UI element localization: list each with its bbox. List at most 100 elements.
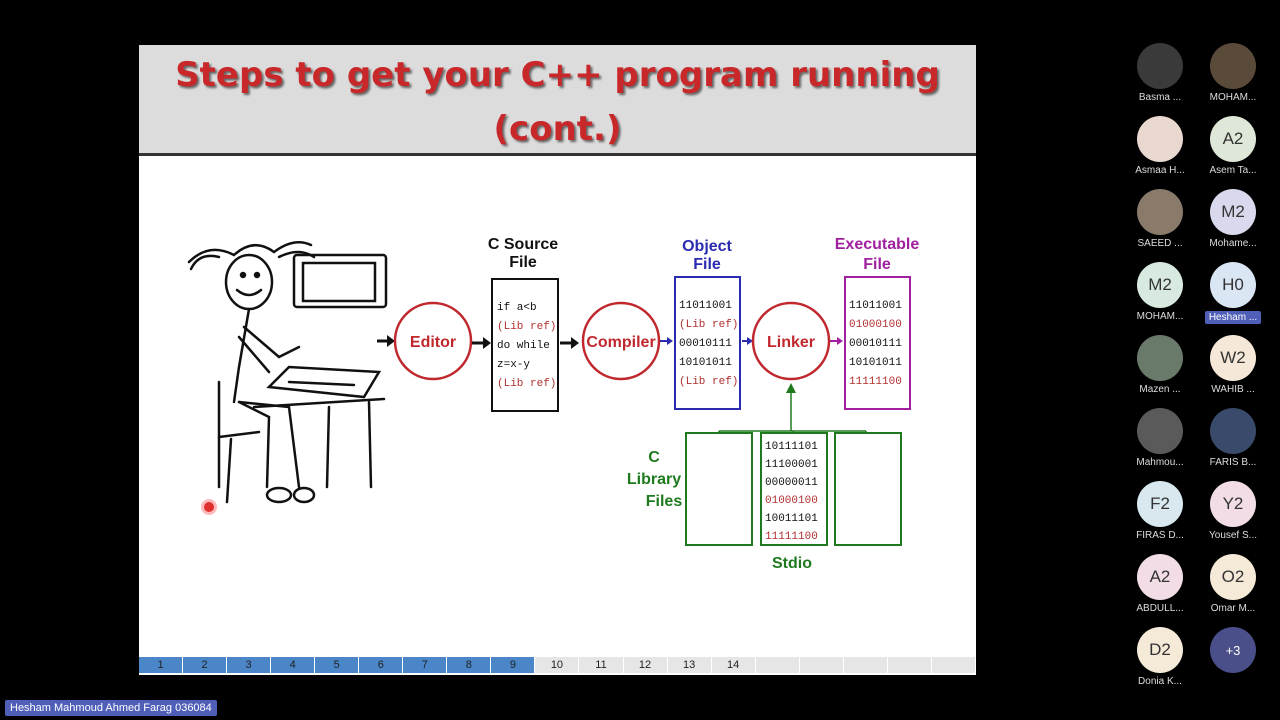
svg-text:00000011: 00000011 bbox=[765, 477, 818, 489]
svg-text:File: File bbox=[863, 256, 891, 273]
progress-segment: 7 bbox=[403, 657, 447, 673]
svg-text:Executable: Executable bbox=[835, 236, 920, 253]
participant-tile[interactable]: Mahmou... bbox=[1124, 405, 1196, 477]
svg-text:00010111: 00010111 bbox=[849, 338, 902, 350]
participant-name: Asmaa H... bbox=[1135, 165, 1185, 176]
slide-title-continued: (cont.) bbox=[493, 109, 622, 149]
svg-text:00010111: 00010111 bbox=[679, 338, 732, 350]
arrow-to-compiler-icon bbox=[560, 337, 579, 349]
svg-text:do while: do while bbox=[497, 340, 550, 352]
library-files-label: C Library Files bbox=[627, 449, 682, 510]
progress-segment: 12 bbox=[623, 657, 667, 673]
participant-tile[interactable]: SAEED ... bbox=[1124, 186, 1196, 258]
svg-text:Editor: Editor bbox=[410, 334, 456, 351]
linker-step: Linker bbox=[751, 301, 831, 381]
participant-name: MOHAM... bbox=[1136, 311, 1184, 322]
participant-tile[interactable]: Basma ... bbox=[1124, 40, 1196, 112]
svg-text:10111101: 10111101 bbox=[765, 441, 818, 453]
svg-text:File: File bbox=[693, 256, 721, 273]
avatar: D2 bbox=[1137, 627, 1183, 673]
svg-text:z=x-y: z=x-y bbox=[497, 359, 530, 371]
participant-tile[interactable]: FARIS B... bbox=[1197, 405, 1269, 477]
svg-text:11100001: 11100001 bbox=[765, 459, 818, 471]
participant-tile[interactable]: Asmaa H... bbox=[1124, 113, 1196, 185]
progress-segment: 8 bbox=[447, 657, 491, 673]
progress-segment: 6 bbox=[359, 657, 403, 673]
svg-text:Stdio: Stdio bbox=[772, 555, 812, 572]
compiler-step: Compiler bbox=[581, 301, 661, 381]
avatar: M2 bbox=[1210, 189, 1256, 235]
avatar: +3 bbox=[1210, 627, 1256, 673]
svg-text:11111100: 11111100 bbox=[849, 376, 902, 388]
avatar-photo bbox=[1137, 335, 1183, 381]
progress-segment: 14 bbox=[711, 657, 755, 673]
svg-text:Compiler: Compiler bbox=[586, 334, 655, 351]
progress-segment: 3 bbox=[227, 657, 271, 673]
more-participants-button[interactable]: +3 bbox=[1197, 624, 1269, 696]
object-file: Object File 11011001 (Lib ref) 00010111 … bbox=[674, 238, 741, 410]
avatar-photo bbox=[1137, 43, 1183, 89]
participant-tile[interactable]: Mazen ... bbox=[1124, 332, 1196, 404]
participant-name: Donia K... bbox=[1138, 676, 1182, 687]
progress-segment: 4 bbox=[271, 657, 315, 673]
library-file-box bbox=[834, 432, 902, 546]
progress-segment bbox=[843, 657, 887, 673]
svg-text:if a<b: if a<b bbox=[497, 302, 537, 314]
progress-segment: 13 bbox=[667, 657, 711, 673]
source-file: C Source File if a<b (Lib ref) do while … bbox=[488, 236, 559, 412]
progress-segment: 9 bbox=[491, 657, 535, 673]
progress-segment: 5 bbox=[315, 657, 359, 673]
svg-text:10011101: 10011101 bbox=[765, 513, 818, 525]
svg-text:01000100: 01000100 bbox=[849, 319, 902, 331]
svg-text:10101011: 10101011 bbox=[849, 357, 902, 369]
participant-name: FIRAS D... bbox=[1136, 530, 1184, 541]
participant-name: Mahmou... bbox=[1136, 457, 1184, 468]
svg-text:Library: Library bbox=[627, 471, 681, 488]
avatar: O2 bbox=[1210, 554, 1256, 600]
avatar: F2 bbox=[1137, 481, 1183, 527]
participant-name: Omar M... bbox=[1210, 603, 1256, 614]
svg-text:Object: Object bbox=[682, 238, 732, 255]
svg-text:01000100: 01000100 bbox=[765, 495, 818, 507]
slide-title: Steps to get your C++ program running bbox=[175, 55, 940, 95]
executable-file: Executable File 11011001 01000100 000101… bbox=[835, 236, 920, 410]
participant-name: Mohame... bbox=[1209, 238, 1257, 249]
svg-text:(Lib ref): (Lib ref) bbox=[679, 376, 738, 388]
progress-segment: 2 bbox=[183, 657, 227, 673]
participant-tile[interactable]: MOHAM... bbox=[1197, 40, 1269, 112]
svg-text:11011001: 11011001 bbox=[679, 300, 732, 312]
svg-text:11011001: 11011001 bbox=[849, 300, 902, 312]
presentation-slide: Steps to get your C++ program running (c… bbox=[139, 45, 976, 675]
avatar: H0 bbox=[1210, 262, 1256, 308]
avatar-photo bbox=[1137, 189, 1183, 235]
participant-name: Mazen ... bbox=[1139, 384, 1181, 395]
avatar-photo bbox=[1137, 116, 1183, 162]
progress-segment bbox=[931, 657, 975, 673]
progress-segment: 1 bbox=[139, 657, 183, 673]
svg-text:C: C bbox=[648, 449, 660, 466]
avatar-photo bbox=[1210, 408, 1256, 454]
arrow-to-executable-icon bbox=[830, 337, 843, 345]
avatar-photo bbox=[1137, 408, 1183, 454]
avatar: W2 bbox=[1210, 335, 1256, 381]
avatar-photo bbox=[1210, 43, 1256, 89]
progress-segment bbox=[887, 657, 931, 673]
svg-text:C Source: C Source bbox=[488, 236, 558, 253]
participant-name: SAEED ... bbox=[1137, 238, 1183, 249]
participant-name: ABDULL... bbox=[1136, 603, 1184, 614]
editor-step: Editor bbox=[393, 301, 473, 381]
participant-name: MOHAM... bbox=[1209, 92, 1257, 103]
participant-name: Yousef S... bbox=[1209, 530, 1257, 541]
arrow-to-linker-icon bbox=[742, 337, 753, 345]
programmer-figure-icon bbox=[187, 240, 388, 504]
